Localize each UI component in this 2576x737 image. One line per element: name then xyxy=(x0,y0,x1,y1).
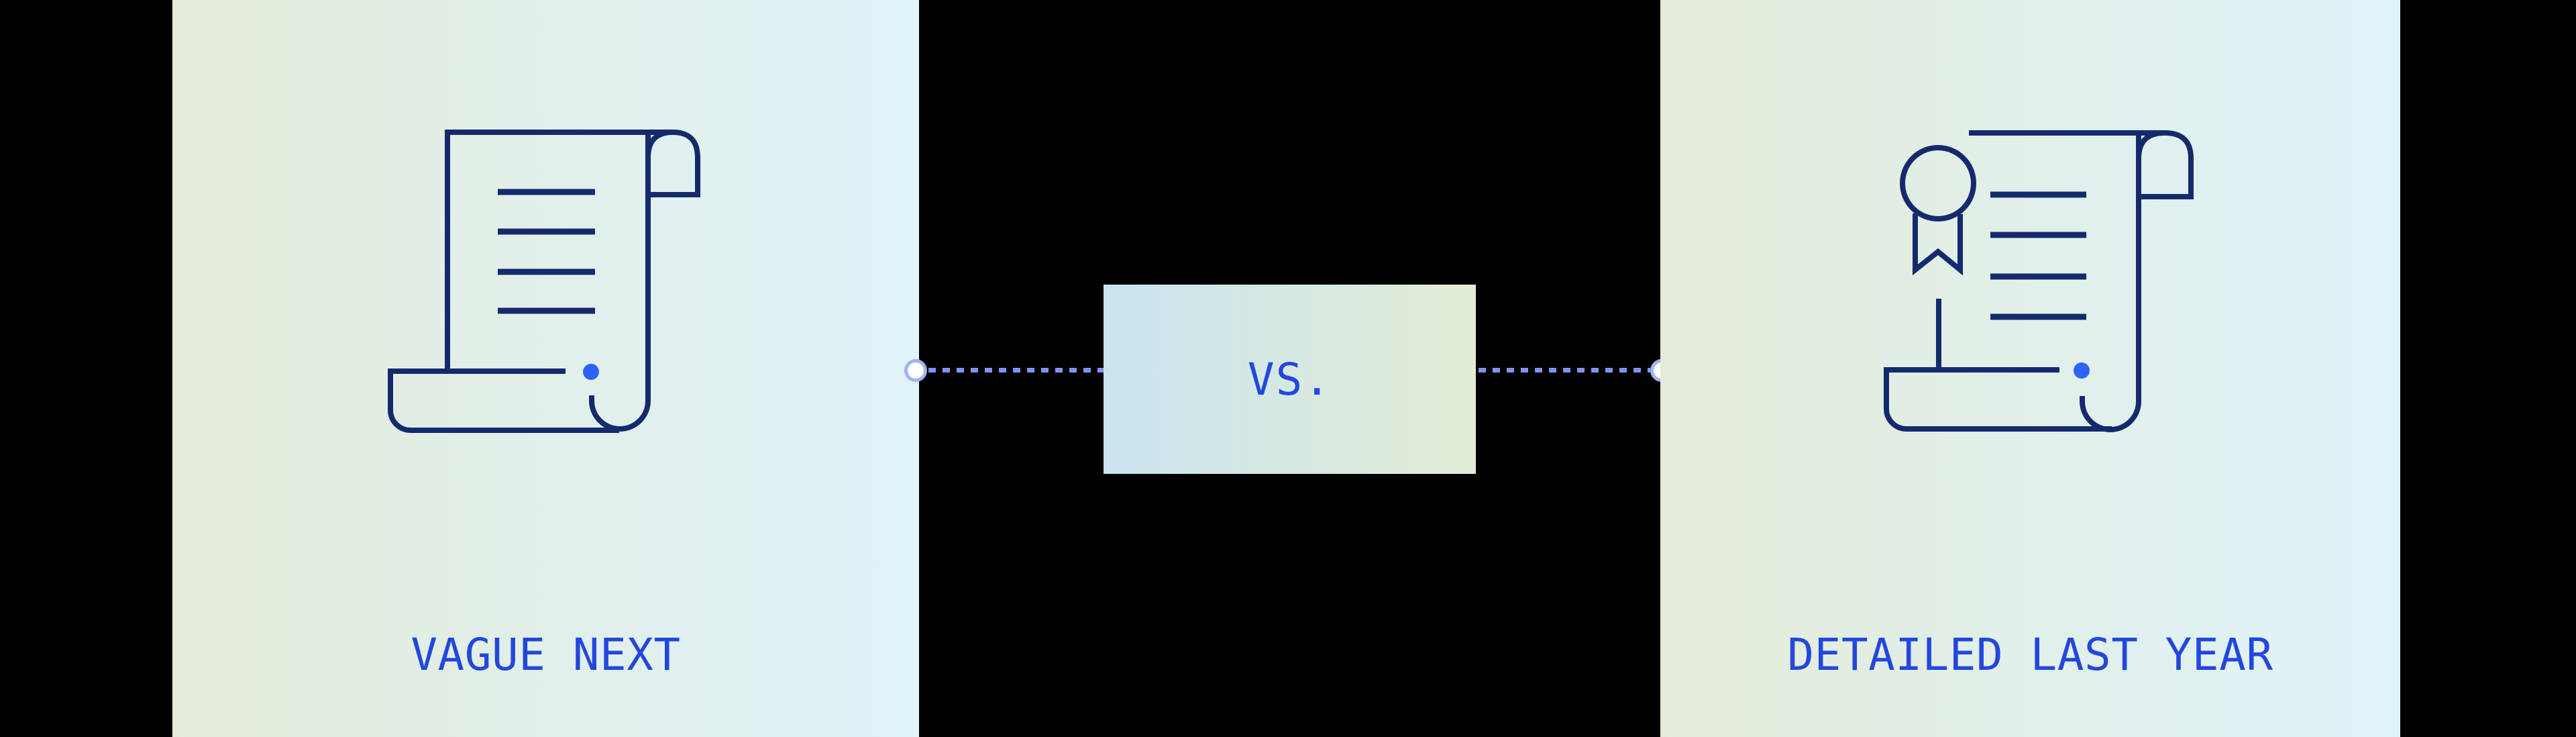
scroll-document-icon xyxy=(388,130,700,433)
vs-label: VS. xyxy=(1247,353,1332,405)
right-panel-label: DETAILED LAST YEAR DISCLOSURES xyxy=(1660,522,2400,737)
scroll-top-curl xyxy=(2136,130,2194,199)
left-panel: VAGUE NEXT DECADE GOALS xyxy=(172,0,919,737)
award-ribbon xyxy=(1913,213,1963,276)
left-label-line1: VAGUE NEXT xyxy=(411,629,681,681)
vs-box: VS. xyxy=(1104,285,1476,474)
ink-dot xyxy=(583,364,599,380)
scroll-right-edge-curl xyxy=(2080,133,2141,432)
scroll-top-curl xyxy=(645,130,700,197)
certified-scroll-icon xyxy=(1884,130,2194,432)
left-connector-dashed-line xyxy=(928,368,1104,373)
scroll-text-lines xyxy=(498,189,595,314)
left-panel-label: VAGUE NEXT DECADE GOALS xyxy=(172,522,919,737)
ink-dot xyxy=(2074,362,2090,379)
scroll-text-lines xyxy=(1990,191,2086,320)
right-panel: DETAILED LAST YEAR DISCLOSURES xyxy=(1660,0,2400,737)
left-connector-node xyxy=(904,359,927,382)
scroll-bottom-roll xyxy=(1884,367,2112,432)
scroll-bottom-roll xyxy=(388,368,619,433)
right-label-line1: DETAILED LAST YEAR xyxy=(1787,629,2273,681)
right-connector-dashed-line xyxy=(1479,368,1650,373)
scroll-sheet-outline xyxy=(445,130,672,371)
scroll-right-edge-curl xyxy=(589,132,651,432)
award-rosette-circle xyxy=(1900,145,1976,222)
